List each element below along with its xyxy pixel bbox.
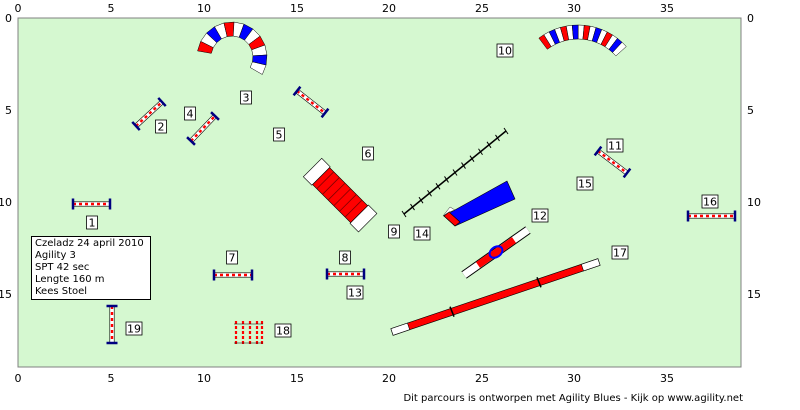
svg-text:8: 8 (342, 252, 349, 265)
jump-11 (593, 145, 632, 179)
svg-text:12: 12 (533, 210, 547, 223)
y-tick-label: 15 (0, 288, 12, 301)
svg-text:4: 4 (187, 108, 194, 121)
svg-text:3: 3 (243, 92, 250, 105)
obstacle-number-5: 5 (273, 127, 285, 142)
footer-credit: Dit parcours is ontworpen met Agility Bl… (403, 393, 743, 404)
obstacle-number-18: 18 (274, 323, 292, 338)
x-tick-label: 5 (108, 2, 115, 15)
obstacle-number-19: 19 (125, 321, 143, 336)
info-line: Lengte 160 m (35, 274, 105, 285)
svg-text:13: 13 (348, 287, 362, 300)
svg-text:1: 1 (89, 217, 96, 230)
jump-7 (212, 269, 254, 281)
obstacles (71, 21, 737, 345)
obstacle-number-17: 17 (611, 245, 629, 260)
x-tick-label: 20 (382, 2, 396, 15)
tire-12 (461, 226, 531, 279)
spread-jump-18 (234, 321, 264, 345)
svg-text:7: 7 (229, 252, 236, 265)
y-tick-label: 0 (747, 12, 754, 25)
svg-text:15: 15 (578, 178, 592, 191)
jump-5 (292, 85, 330, 119)
obstacle-number-13: 13 (346, 285, 364, 300)
x-tick-label: 25 (475, 2, 489, 15)
obstacle-number-2: 2 (155, 119, 167, 134)
x-tick-label: 0 (15, 372, 22, 385)
svg-text:18: 18 (276, 325, 290, 338)
dogwalk-17 (390, 258, 601, 336)
x-tick-label: 20 (382, 372, 396, 385)
tunnel-10 (538, 24, 627, 57)
jump-19 (106, 304, 118, 345)
svg-text:14: 14 (415, 228, 429, 241)
x-tick-label: 15 (290, 2, 304, 15)
x-tick-label: 30 (567, 2, 581, 15)
jump-8 (325, 268, 366, 280)
x-tick-label: 5 (108, 372, 115, 385)
obstacle-number-6: 6 (362, 146, 374, 161)
obstacle-number-3: 3 (240, 90, 252, 105)
chute-6 (302, 157, 378, 233)
x-tick-label: 35 (660, 2, 674, 15)
y-tick-label: 5 (747, 104, 754, 117)
obstacle-number-16: 16 (701, 194, 719, 209)
svg-text:19: 19 (127, 323, 141, 336)
course-info-box: Czeladz 24 april 2010 Agility 3 SPT 42 s… (31, 236, 151, 300)
obstacle-number-15: 15 (576, 176, 594, 191)
svg-text:11: 11 (608, 140, 622, 153)
svg-text:6: 6 (365, 148, 372, 161)
course-field (17, 17, 742, 368)
svg-text:2: 2 (158, 121, 165, 134)
jump-16 (686, 210, 737, 222)
obstacle-number-9: 9 (388, 224, 400, 239)
obstacle-number-8: 8 (339, 250, 351, 265)
weave-poles-9 (401, 127, 509, 218)
obstacle-number-14: 14 (413, 226, 431, 241)
y-tick-label: 10 (747, 196, 761, 209)
info-line: Agility 3 (35, 250, 76, 261)
info-line: SPT 42 sec (35, 262, 90, 273)
svg-text:5: 5 (276, 129, 283, 142)
x-tick-label: 25 (475, 372, 489, 385)
y-tick-label: 15 (747, 288, 761, 301)
svg-text:10: 10 (498, 45, 512, 58)
svg-text:16: 16 (703, 196, 717, 209)
obstacle-number-4: 4 (184, 106, 196, 121)
y-tick-label: 5 (5, 104, 12, 117)
x-tick-label: 35 (660, 372, 674, 385)
y-tick-label: 0 (5, 12, 12, 25)
y-tick-label: 10 (0, 196, 12, 209)
x-tick-label: 15 (290, 372, 304, 385)
svg-text:17: 17 (613, 247, 627, 260)
x-tick-label: 10 (197, 372, 211, 385)
info-line: Czeladz 24 april 2010 (35, 238, 144, 249)
x-tick-label: 30 (567, 372, 581, 385)
x-tick-label: 10 (197, 2, 211, 15)
jump-1 (71, 198, 112, 210)
jump-4 (186, 111, 220, 146)
obstacle-number-10: 10 (496, 43, 514, 58)
obstacle-number-1: 1 (86, 215, 98, 230)
obstacle-number-12: 12 (531, 208, 549, 223)
tunnel-3 (197, 21, 268, 75)
svg-text:9: 9 (391, 226, 398, 239)
info-line: Kees Stoel (35, 286, 88, 297)
obstacle-number-11: 11 (606, 138, 624, 153)
chute-14 (442, 180, 516, 227)
x-tick-label: 0 (15, 2, 22, 15)
obstacle-number-7: 7 (226, 250, 238, 265)
jump-2 (131, 97, 167, 131)
